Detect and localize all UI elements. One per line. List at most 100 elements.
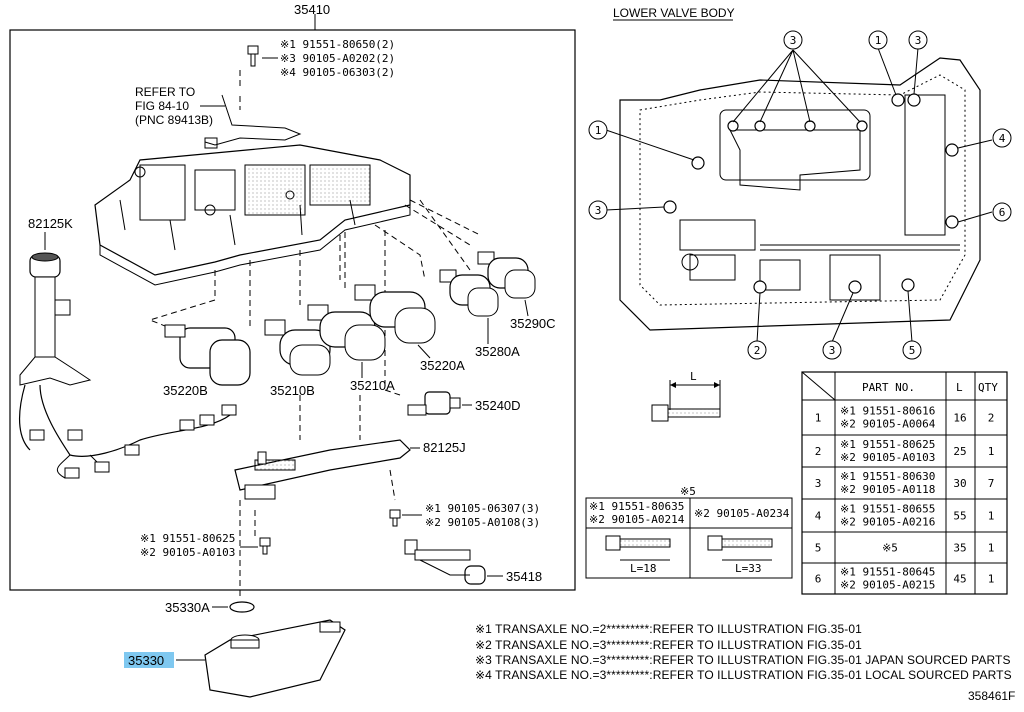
bolt-note-right-2: ※2 90105-A0108(3) bbox=[425, 516, 540, 529]
table-cell-part: ※2 90105-A0118 bbox=[840, 483, 935, 496]
callout-35210B: 35210B bbox=[270, 383, 315, 398]
lower-valve-body-title: LOWER VALVE BODY bbox=[613, 6, 735, 20]
table-cell-part: ※2 90105-A0103 bbox=[840, 451, 935, 464]
solenoid-35210A[interactable] bbox=[307, 304, 386, 361]
callout-35418: 35418 bbox=[506, 569, 542, 584]
bolt-icon bbox=[651, 404, 721, 422]
kome5-left-2: ※2 90105-A0214 bbox=[589, 513, 685, 526]
table-cell-qty: 7 bbox=[988, 477, 995, 490]
table-cell-qty: 1 bbox=[988, 445, 995, 458]
bolt-length-label: L bbox=[690, 370, 697, 383]
table-cell-length: 45 bbox=[953, 573, 966, 586]
refer-line-2: FIG 84-10 bbox=[135, 99, 189, 113]
lower-valve-body[interactable] bbox=[619, 57, 981, 331]
bolt-icon bbox=[605, 535, 671, 551]
callout-35210A: 35210A bbox=[350, 378, 395, 393]
table-cell-part: ※2 90105-A0064 bbox=[840, 418, 936, 431]
callout-35330[interactable]: 35330 bbox=[128, 653, 164, 668]
bolt-note-top-1: ※1 91551-80650(2) bbox=[280, 38, 395, 51]
table-cell-length: 35 bbox=[953, 542, 966, 555]
callout-35220B: 35220B bbox=[163, 383, 208, 398]
valve-body-assembly[interactable] bbox=[94, 144, 411, 286]
o-ring-icon[interactable] bbox=[229, 601, 255, 613]
table-cell-num: 2 bbox=[815, 445, 822, 458]
circle-label: 4 bbox=[999, 132, 1006, 145]
detent-plate[interactable] bbox=[234, 439, 411, 500]
callout-35330A: 35330A bbox=[165, 600, 210, 615]
callout-82125J: 82125J bbox=[423, 440, 466, 455]
callout-35290C: 35290C bbox=[510, 316, 556, 331]
solenoid-35280A[interactable] bbox=[439, 269, 499, 317]
kome5-right-length: L=33 bbox=[735, 562, 762, 575]
table-cell-num: 5 bbox=[815, 542, 822, 555]
bolt-icon bbox=[707, 535, 773, 551]
bolt-note-left-1: ※1 91551-80625 bbox=[140, 532, 235, 545]
table-cell-part: ※1 91551-80630 bbox=[840, 470, 935, 483]
table-cell-num: 3 bbox=[815, 477, 822, 490]
circle-label: 5 bbox=[909, 344, 916, 357]
manual-valve-35418[interactable] bbox=[404, 539, 486, 585]
table-cell-length: 16 bbox=[953, 412, 966, 425]
bolt-icon[interactable] bbox=[389, 509, 401, 527]
solenoid-35220A[interactable] bbox=[354, 284, 436, 344]
bolt-icon[interactable] bbox=[259, 537, 271, 555]
kome5-right: ※2 90105-A0234 bbox=[694, 507, 790, 520]
table-cell-part: ※1 91551-80625 bbox=[840, 438, 935, 451]
circle-label: 3 bbox=[829, 344, 836, 357]
table-header-l: L bbox=[956, 381, 963, 394]
table-cell-num: 1 bbox=[815, 412, 822, 425]
bolt-note-left-2: ※2 90105-A0103 bbox=[140, 546, 235, 559]
circle-label: 3 bbox=[595, 204, 602, 217]
solenoid-35290C[interactable] bbox=[477, 251, 536, 299]
table-cell-qty: 2 bbox=[988, 412, 995, 425]
refer-line-1: REFER TO bbox=[135, 85, 195, 99]
parts-table: PART NO. L QTY bbox=[801, 371, 1008, 595]
table-header-part: PART NO. bbox=[862, 381, 915, 394]
highlight-35330 bbox=[124, 652, 174, 668]
circle-label: 2 bbox=[754, 344, 761, 357]
table-cell-part: ※2 90105-A0215 bbox=[840, 579, 935, 592]
kome5-left-length: L=18 bbox=[630, 562, 657, 575]
table-cell-qty: 1 bbox=[988, 573, 995, 586]
circle-label: 6 bbox=[999, 206, 1006, 219]
table-header-qty: QTY bbox=[978, 381, 998, 394]
bolt-note-top-3: ※4 90105-06303(2) bbox=[280, 66, 395, 79]
kome5-box bbox=[585, 497, 793, 579]
table-cell-part: ※2 90105-A0216 bbox=[840, 516, 935, 529]
solenoid-35210B[interactable] bbox=[264, 319, 331, 376]
callout-35280A: 35280A bbox=[475, 344, 520, 359]
solenoid-35220B[interactable] bbox=[164, 324, 251, 386]
note-4: ※4 TRANSAXLE NO.=3*********:REFER TO ILL… bbox=[475, 668, 1012, 682]
table-cell-num: 4 bbox=[815, 510, 822, 523]
circle-label: 1 bbox=[875, 34, 882, 47]
circle-label: 1 bbox=[595, 124, 602, 137]
table-cell-part: ※5 bbox=[882, 542, 898, 555]
bolt-icon[interactable] bbox=[247, 45, 259, 67]
kome5-left-1: ※1 91551-80635 bbox=[589, 500, 684, 513]
bolt-note-right-1: ※1 90105-06307(3) bbox=[425, 502, 540, 515]
sensor-35240D[interactable] bbox=[407, 391, 461, 416]
kome5-title: ※5 bbox=[680, 485, 696, 498]
callout-35220A: 35220A bbox=[420, 358, 465, 373]
table-cell-qty: 1 bbox=[988, 510, 995, 523]
oil-strainer-35330[interactable] bbox=[204, 619, 346, 698]
note-1: ※1 TRANSAXLE NO.=2*********:REFER TO ILL… bbox=[475, 622, 862, 636]
wire-harness-icon[interactable] bbox=[19, 252, 237, 479]
refer-line-3: (PNC 89413B) bbox=[135, 113, 213, 127]
circle-label: 3 bbox=[790, 34, 797, 47]
callout-35410: 35410 bbox=[294, 2, 330, 17]
table-cell-qty: 1 bbox=[988, 542, 995, 555]
table-cell-num: 6 bbox=[815, 573, 822, 586]
figure-id: 358461F bbox=[968, 689, 1015, 703]
table-cell-part: ※1 91551-80655 bbox=[840, 503, 935, 516]
main-frame bbox=[9, 29, 576, 591]
table-cell-length: 55 bbox=[953, 510, 966, 523]
note-2: ※2 TRANSAXLE NO.=3*********:REFER TO ILL… bbox=[475, 638, 862, 652]
table-cell-length: 30 bbox=[953, 477, 966, 490]
callout-82125K: 82125K bbox=[28, 216, 73, 231]
table-cell-part: ※1 91551-80645 bbox=[840, 566, 935, 579]
table-cell-part: ※1 91551-80616 bbox=[840, 405, 935, 418]
circle-label: 3 bbox=[915, 34, 922, 47]
